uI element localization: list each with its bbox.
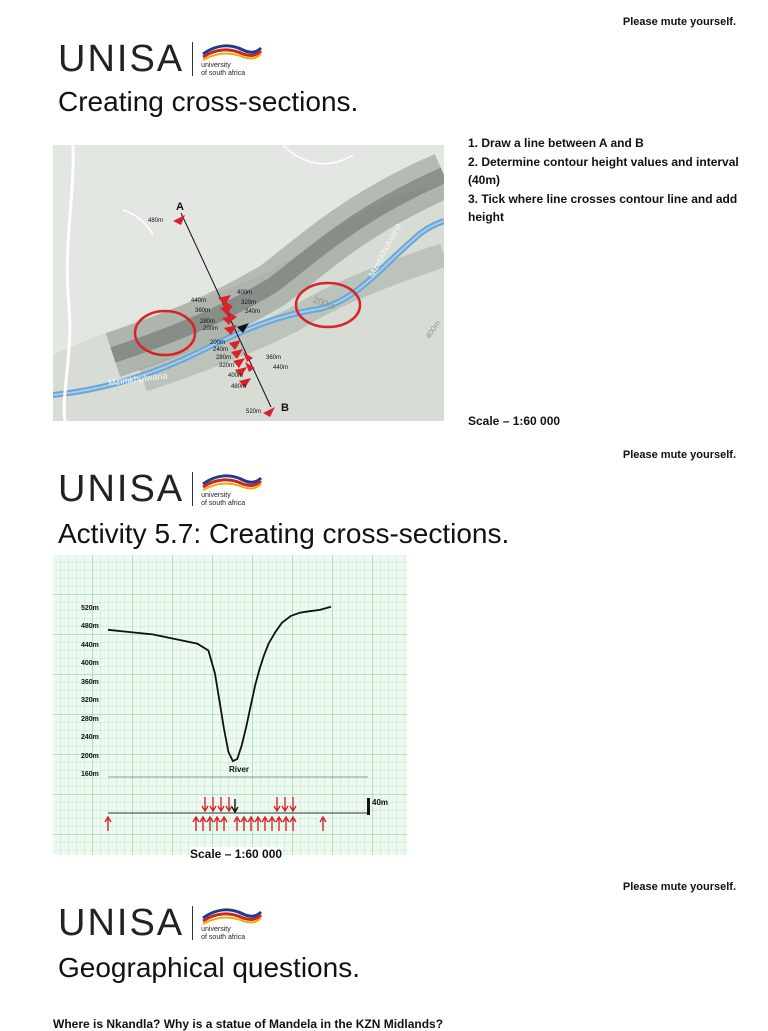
logo-flag-icon: [202, 908, 263, 925]
logo-sub-line1: university: [201, 926, 231, 933]
tick-arrow-up: [240, 815, 248, 831]
tick-arrow-down: [289, 797, 297, 813]
interval-bar: [367, 798, 370, 815]
logo-sub-line2: of south africa: [201, 934, 246, 941]
tick-arrow-up: [104, 815, 112, 831]
y-tick-label: 320m: [81, 697, 99, 705]
logo-flag-icon: [202, 474, 263, 491]
logo-divider: [192, 42, 194, 76]
tick-arrow-down: [209, 797, 217, 813]
map-label: 320m: [241, 300, 257, 306]
map-label: 520m: [246, 409, 262, 415]
logo-side: university of south africa: [201, 42, 263, 78]
tick-arrow-up: [282, 815, 290, 831]
logo-flag-icon: [202, 44, 263, 61]
tick-arrow-up: [268, 815, 276, 831]
tick-arrow-up: [199, 815, 207, 831]
question-text: Where is Nkandla? Why is a statue of Man…: [53, 1017, 444, 1031]
logo-side: university of south africa: [201, 906, 263, 942]
y-tick-label: 480m: [81, 623, 99, 631]
mute-notice: Please mute yourself.: [622, 16, 736, 28]
map-label: 480m: [231, 384, 247, 390]
logo-divider: [192, 472, 194, 506]
logo-wordmark: UNISA: [58, 902, 185, 944]
step-1: 1. Draw a line between A and B: [468, 136, 644, 150]
slide-title: Activity 5.7: Creating cross-sections.: [58, 518, 510, 549]
mute-notice: Please mute yourself.: [622, 881, 736, 893]
slide-title: Creating cross-sections.: [58, 86, 359, 117]
point-a-label: A: [176, 201, 184, 213]
y-tick-label: 360m: [81, 678, 99, 686]
step-3: 3. Tick where line crosses contour line …: [468, 192, 738, 224]
mute-notice: Please mute yourself.: [622, 449, 736, 461]
logo-sub-line2: of south africa: [201, 70, 246, 77]
river-label: River: [229, 765, 250, 774]
graph-scale: Scale – 1:60 000: [190, 847, 283, 861]
y-tick-label: 200m: [81, 752, 99, 760]
tick-arrow-up: [206, 815, 214, 831]
map-label: 280m: [216, 355, 232, 361]
tick-arrow-up: [192, 815, 200, 831]
map-scale: Scale – 1:60 000: [468, 414, 561, 428]
tick-arrow-down: [281, 797, 289, 813]
logo-wordmark: UNISA: [58, 38, 185, 80]
tick-arrow-down: [225, 797, 233, 813]
interval-label: 40m: [372, 798, 389, 807]
map-label: 400m: [228, 373, 244, 379]
tick-arrow-up: [247, 815, 255, 831]
map-label: 440m: [191, 298, 207, 304]
y-tick-label: 520m: [81, 605, 99, 612]
tick-arrow-down: [217, 797, 225, 813]
y-tick-label: 400m: [81, 660, 99, 668]
cross-section-graph: 520m 480m 440m 400m 360m 320m 280m 240m 200m 160m…: [53, 555, 407, 855]
tick-arrow-up: [254, 815, 262, 831]
tick-arrow-up: [220, 815, 228, 831]
y-tick-label: 160m: [81, 771, 99, 778]
logo-side: university of south africa: [201, 472, 263, 508]
tick-arrow-up: [233, 815, 241, 831]
tick-arrow-up: [213, 815, 221, 831]
unisa-logo: UNISA university of south africa: [58, 904, 263, 942]
y-tick-label: 440m: [81, 641, 99, 649]
tick-arrow-down: [273, 797, 281, 813]
logo-wordmark: UNISA: [58, 468, 185, 510]
logo-sub-line1: university: [201, 492, 231, 499]
map-label: 440m: [273, 365, 289, 371]
map-label: 200m: [210, 340, 226, 346]
tick-arrow-up: [319, 815, 327, 831]
map-label: 240m: [213, 347, 229, 353]
step-2: 2. Determine contour height values and i…: [468, 155, 739, 187]
unisa-logo: UNISA university of south africa: [58, 40, 263, 78]
tick-arrow-up: [261, 815, 269, 831]
point-b-label: B: [281, 402, 289, 414]
map-label: 240m: [245, 309, 261, 315]
map-label: 200m: [203, 326, 219, 332]
map-label: 280m: [200, 319, 216, 325]
logo-sub-line1: university: [201, 62, 231, 69]
logo-sub-line2: of south africa: [201, 500, 246, 507]
y-tick-label: 240m: [81, 734, 99, 742]
tick-arrow-down: [201, 797, 209, 813]
map-label: 480m: [148, 218, 164, 224]
topographic-map: A B Mzimkhulwana Mzimkhulwana 200m 400m …: [52, 144, 454, 422]
y-tick-label: 280m: [81, 715, 99, 723]
tick-arrow-up: [275, 815, 283, 831]
instruction-steps: 1. Draw a line between A and B 2. Determ…: [468, 134, 758, 227]
map-label: 360m: [195, 308, 211, 314]
map-label: 360m: [266, 355, 282, 361]
tick-arrow-up: [289, 815, 297, 831]
cross-section-svg: [53, 555, 407, 855]
map-label: 320m: [219, 363, 235, 369]
map-label: 400m: [237, 290, 253, 296]
slide-title: Geographical questions.: [58, 952, 360, 983]
river-arrow: [231, 799, 239, 814]
profile-line: [107, 605, 332, 763]
unisa-logo: UNISA university of south africa: [58, 470, 263, 508]
logo-divider: [192, 906, 194, 940]
